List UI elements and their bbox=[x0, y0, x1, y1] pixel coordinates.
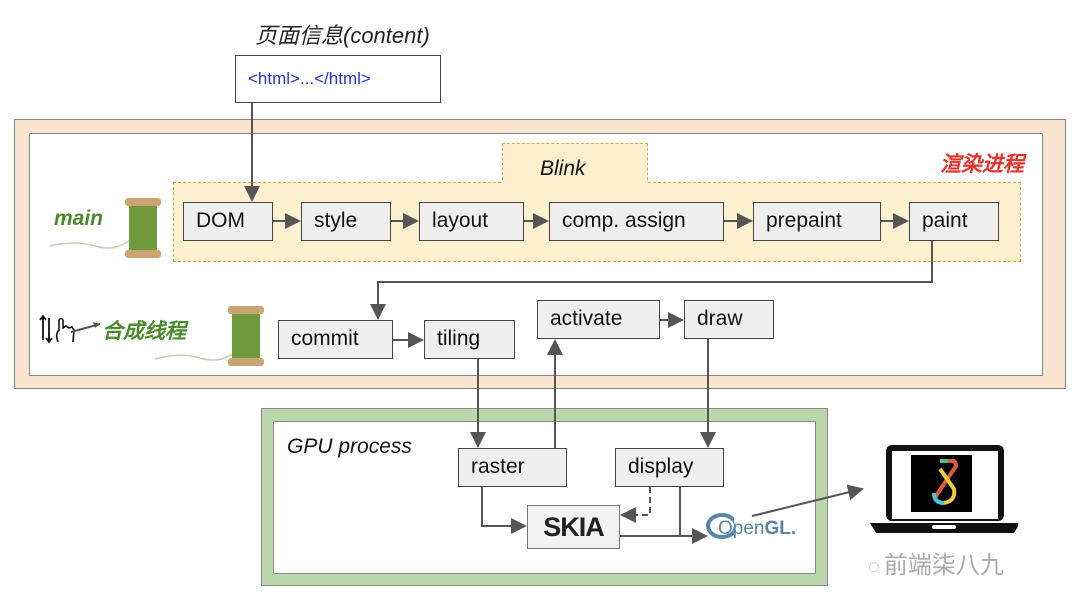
opengl-logo: OpenGL. bbox=[706, 513, 797, 540]
pipeline-node-paint: paint bbox=[909, 202, 999, 241]
gpu-node-raster: raster bbox=[458, 448, 567, 487]
thread-spool-icon bbox=[154, 306, 264, 366]
content-title: 页面信息(content) bbox=[255, 23, 430, 48]
wechat-icon: ◌ bbox=[868, 556, 880, 578]
scroll-gesture-icon bbox=[39, 314, 101, 344]
pipeline-node-dom: DOM bbox=[183, 202, 273, 241]
arrow-display-skia bbox=[620, 487, 651, 523]
renderer-process-label: 渲染进程 bbox=[940, 153, 1024, 176]
pipeline-node-comp-assign: comp. assign bbox=[549, 202, 724, 241]
pipeline-node-prepaint: prepaint bbox=[753, 202, 881, 241]
pipeline-node-tiling: tiling bbox=[424, 320, 515, 359]
watermark: ◌前端柒八九 bbox=[868, 545, 1004, 580]
blink-label: Blink bbox=[540, 157, 586, 180]
pipeline-node-layout: layout bbox=[419, 202, 524, 241]
arrow-raster-skia bbox=[481, 487, 527, 534]
arrow-opengl-laptop bbox=[751, 484, 864, 517]
main-thread-label: main bbox=[54, 207, 104, 230]
watermark-text: 前端柒八九 bbox=[883, 552, 1004, 579]
pipeline-node-commit: commit bbox=[278, 320, 393, 359]
pipeline-node-style: style bbox=[301, 202, 391, 241]
laptop-icon bbox=[870, 445, 1018, 533]
skia-logo: SKIA bbox=[527, 505, 620, 549]
gpu-node-display: display bbox=[615, 448, 724, 487]
pipeline-node-activate: activate bbox=[537, 300, 660, 339]
blink-tab-join bbox=[503, 181, 647, 185]
opengl-swoosh-icon bbox=[706, 513, 734, 539]
html-content-box: <html>...</html> bbox=[235, 55, 441, 103]
blink-tab bbox=[502, 143, 648, 185]
gpu-process-label: GPU process bbox=[287, 435, 412, 458]
arrow-paint-commit bbox=[370, 241, 933, 320]
opengl-suffix: GL. bbox=[764, 518, 797, 539]
thread-spool-icon bbox=[49, 198, 161, 258]
pipeline-node-draw: draw bbox=[684, 300, 774, 339]
compositor-thread-label: 合成线程 bbox=[102, 320, 186, 343]
